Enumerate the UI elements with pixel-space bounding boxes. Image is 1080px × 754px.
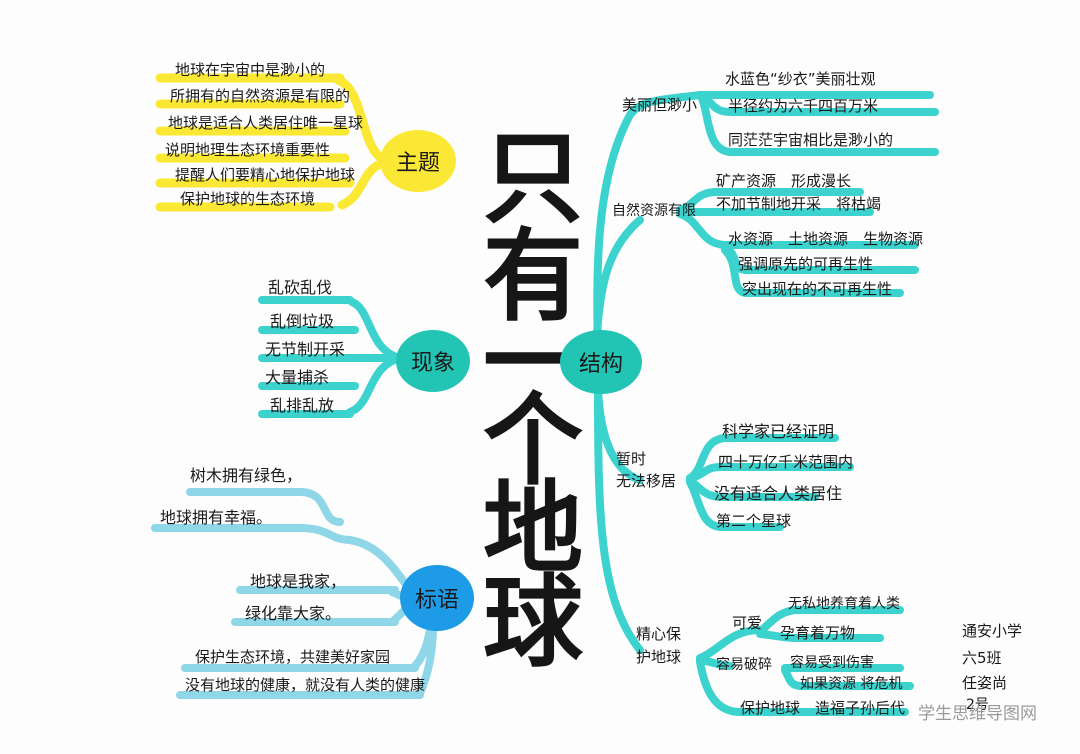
slogan-item: 树木拥有绿色， (190, 466, 303, 485)
phenomena-connectors (258, 296, 404, 418)
structure-item: 不加节制地开采 将枯竭 (716, 195, 882, 213)
slogan-item: 保护生态环境，共建美好家园 (195, 648, 391, 666)
structure-item: 无私地养育着人类 (788, 596, 900, 612)
phenomena-item: 乱砍乱伐 (268, 278, 333, 297)
title-char-6: 球 (483, 563, 583, 681)
signature-line: 六5班 (962, 649, 1002, 667)
theme-line: 所拥有的自然资源是有限的 (170, 87, 351, 105)
watermark: 学生思维导图网 (918, 704, 1037, 724)
theme-node: 主题 (380, 130, 456, 192)
phenomena-node: 现象 (396, 330, 470, 392)
structure-item: 科学家已经证明 (722, 422, 835, 441)
structure-sub-label: 容易破碎 (716, 657, 772, 673)
structure-item: 突出现在的不可再生性 (742, 280, 893, 298)
theme-line: 保护地球的生态环境 (180, 190, 316, 208)
signature-line: 通安小学 (962, 622, 1023, 640)
title-char-1: 只 (483, 119, 583, 237)
structure-branch-label: 无法移居 (616, 472, 677, 490)
slogan-item: 地球拥有幸福。 (160, 508, 273, 527)
structure-connectors (592, 91, 939, 716)
slogan-item: 绿化靠大家。 (245, 604, 342, 623)
structure-item: 如果资源 将危机 (800, 676, 903, 692)
phenomena-item: 无节制开采 (265, 340, 346, 359)
theme-connectors (155, 73, 390, 212)
structure-item: 矿产资源 形成漫长 (716, 172, 852, 190)
structure-item: 四十万亿千米范围内 (718, 453, 854, 471)
structure-item: 孕育着万物 (780, 624, 856, 642)
structure-item: 半径约为六千四百万米 (728, 97, 879, 115)
title-char-4: 个 (483, 381, 583, 499)
theme-line: 说明地理生态环境重要性 (165, 141, 331, 159)
structure-item: 水资源 土地资源 生物资源 (728, 230, 924, 248)
structure-node: 结构 (560, 330, 642, 394)
structure-sub-label: 可爱 (732, 614, 763, 632)
structure-branch-label: 护地球 (636, 648, 682, 666)
slogan-item: 没有地球的健康，就没有人类的健康 (185, 676, 426, 694)
title-char-5: 地 (483, 469, 583, 587)
structure-item: 水蓝色“纱衣”美丽壮观 (725, 70, 876, 88)
theme-line: 提醒人们要精心地保护地球 (175, 166, 356, 184)
structure-item: 第二个星球 (716, 512, 792, 530)
slogan-node: 标语 (400, 565, 474, 631)
structure-footer: 保护地球 造福子孙后代 (740, 699, 906, 717)
phenomena-item: 大量捕杀 (265, 368, 330, 387)
structure-item: 容易受到伤害 (790, 655, 874, 671)
title-char-2: 有 (483, 217, 583, 335)
structure-branch-label: 暂时 (616, 450, 647, 468)
structure-item: 同茫茫宇宙相比是渺小的 (728, 131, 894, 149)
structure-item: 强调原先的可再生性 (738, 255, 874, 273)
structure-branch-label: 美丽但渺小 (622, 96, 698, 114)
phenomena-item: 乱排乱放 (270, 396, 335, 415)
structure-item: 没有适合人类居住 (714, 484, 843, 503)
structure-branch-label: 自然资源有限 (612, 203, 696, 219)
signature-line: 2号 (966, 697, 989, 713)
structure-branch-label: 精心保 (636, 625, 682, 643)
theme-line: 地球是适合人类居住唯一星球 (168, 114, 364, 132)
slogan-item: 地球是我家， (250, 572, 347, 591)
signature-line: 任姿尚 (962, 674, 1008, 692)
theme-line: 地球在宇宙中是渺小的 (175, 61, 326, 79)
phenomena-item: 乱倒垃圾 (270, 312, 335, 331)
